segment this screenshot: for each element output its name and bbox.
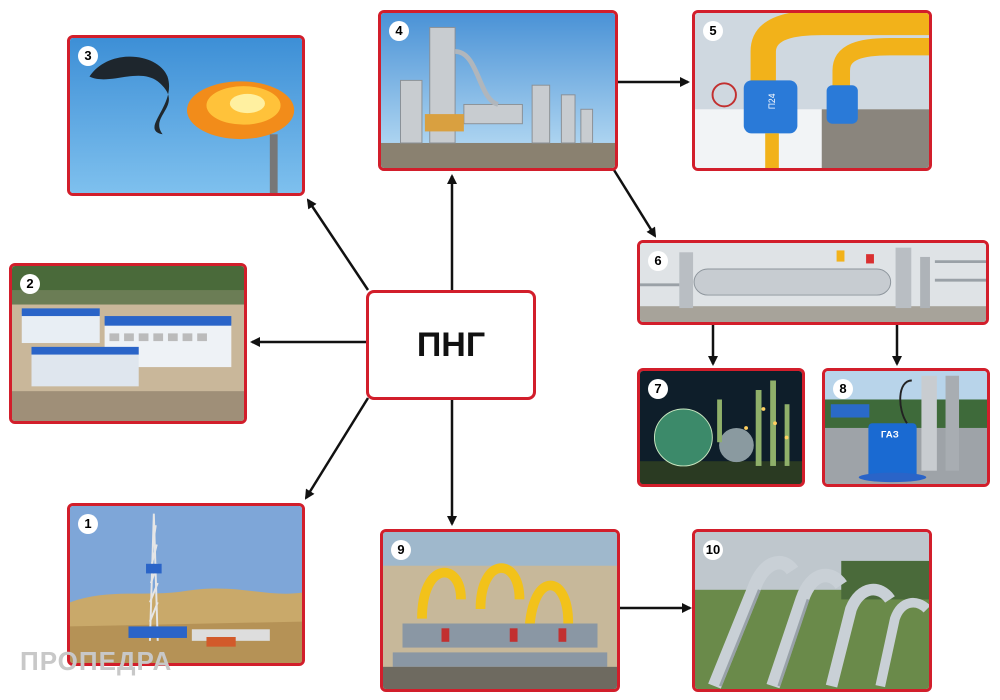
panel-number: 3 [78, 46, 98, 66]
panel-5: П24 5 [692, 10, 932, 171]
panel-number: 2 [20, 274, 40, 294]
panel-2: 2 [9, 263, 247, 424]
panel-number: 6 [648, 251, 668, 271]
panel-8: ГАЗ 8 [822, 368, 990, 487]
pipeline-valves-photo: П24 [695, 13, 929, 168]
center-box: ПНГ [366, 290, 536, 400]
panel-10: 10 [692, 529, 932, 692]
center-label: ПНГ [416, 325, 486, 364]
panel-number: 8 [833, 379, 853, 399]
panel-number: 9 [391, 540, 411, 560]
drilling-rig-photo [70, 506, 302, 663]
arrow-to-3 [306, 198, 370, 291]
valve-marking: П24 [767, 93, 777, 109]
panel-6: 6 [637, 240, 989, 325]
watermark: ПРОПЕДРА [20, 646, 173, 676]
separator-unit-photo [640, 243, 986, 322]
panel-7: 7 [637, 368, 805, 487]
gas-filling-station-photo: ГАЗ [825, 371, 987, 484]
compressor-station-photo [383, 532, 617, 689]
panel-number: 10 [703, 540, 723, 560]
arrow-to-1 [304, 397, 370, 500]
pipelines-photo [695, 532, 929, 689]
panel-number: 7 [648, 379, 668, 399]
gas-sign: ГАЗ [881, 430, 899, 441]
panel-4: 4 [378, 10, 618, 171]
panel-1: 1 [67, 503, 305, 666]
gas-flare-photo [70, 38, 302, 193]
gas-processing-plant-photo [381, 13, 615, 168]
panel-number: 4 [389, 21, 409, 41]
arrow-4-to-6 [612, 169, 657, 238]
panel-3: 3 [67, 35, 305, 196]
panel-number: 1 [78, 514, 98, 534]
panel-number: 5 [703, 21, 723, 41]
panel-9: 9 [380, 529, 620, 692]
power-plant-photo [12, 266, 244, 421]
